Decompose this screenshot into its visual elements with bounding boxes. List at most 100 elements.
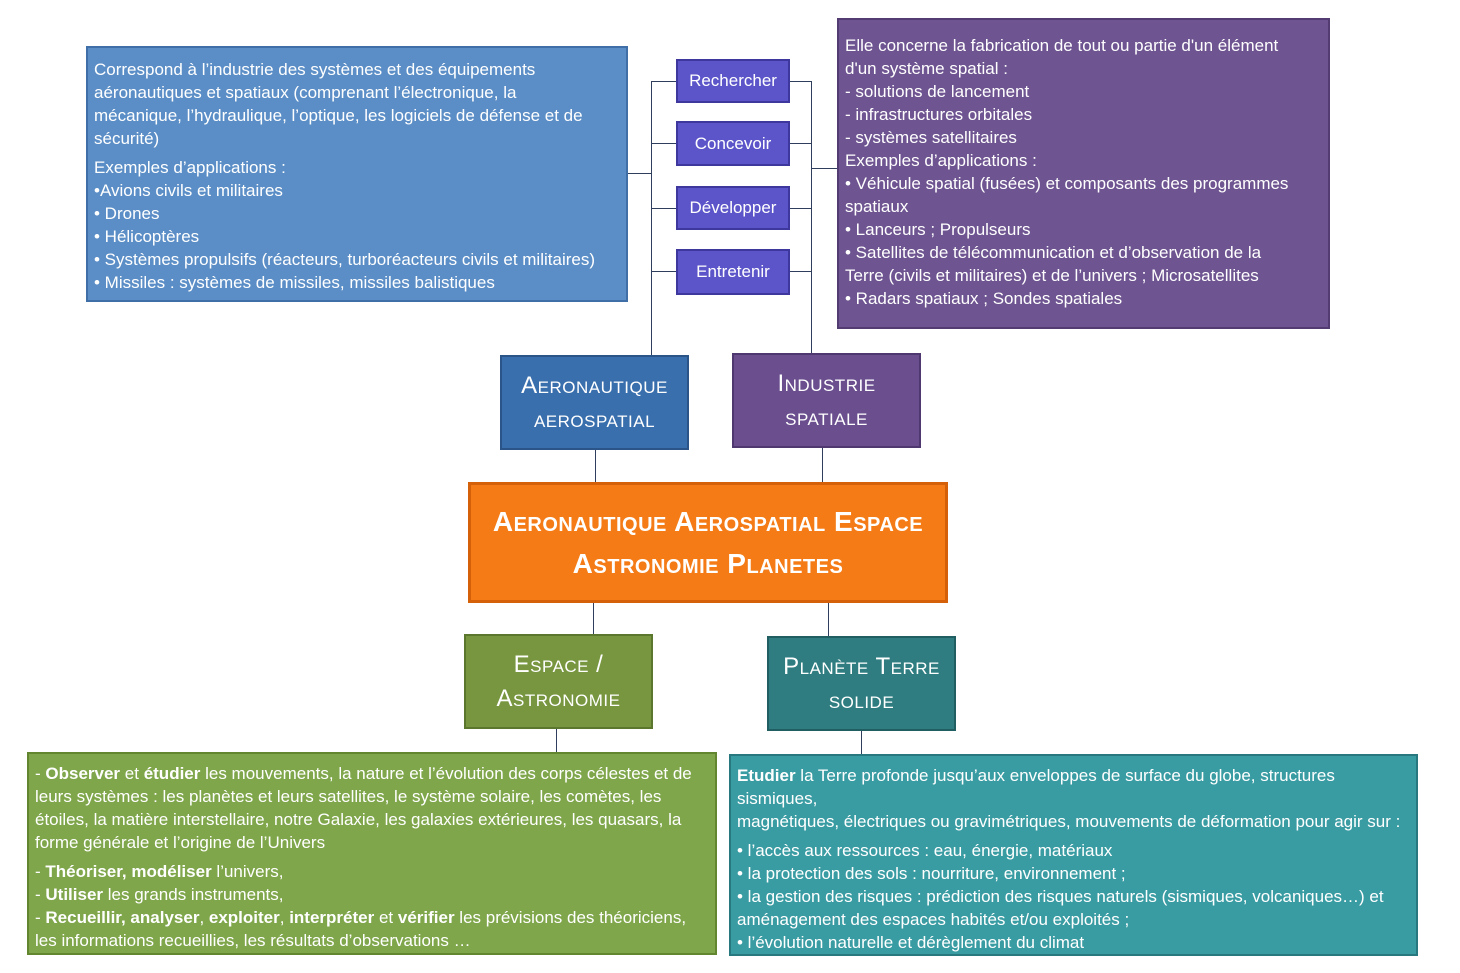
spatial-desc-line: Elle concerne la fabrication de tout ou …	[845, 36, 1279, 55]
espace-line: étoiles, la matière interstellaire, notr…	[35, 810, 682, 829]
connector	[556, 728, 557, 752]
category-planete-terre: Planète Terre solide	[767, 636, 956, 731]
category-subtitle: spatiale	[785, 403, 868, 431]
spatial-example-item: spatiaux	[845, 197, 909, 216]
espace-line: - Utiliser les grands instruments,	[35, 883, 707, 906]
aero-desc-line: sécurité)	[94, 129, 160, 148]
category-title: Planète Terre	[783, 652, 940, 680]
espace-line: forme générale et l’origine de l’Univers	[35, 833, 326, 852]
category-aeronautique: Aeronautique aerospatial	[500, 355, 689, 450]
central-title-line: Aeronautique Aerospatial Espace	[492, 505, 924, 537]
bold-verb: Recueillir, analyser	[45, 908, 200, 927]
spatial-example-item: • Lanceurs ; Propulseurs	[845, 220, 1031, 239]
text: l’univers,	[211, 862, 284, 881]
aero-example-item: • Missiles : systèmes de missiles, missi…	[94, 273, 495, 292]
connector	[861, 730, 862, 754]
bold-verb: étudier	[143, 764, 201, 783]
terre-item: aménagement des espaces habités et/ou ex…	[737, 910, 1130, 929]
espace-line: - Théoriser, modéliser l’univers,	[35, 860, 707, 883]
connector	[828, 602, 829, 636]
aero-example-item: •Avions civils et militaires	[94, 181, 283, 200]
bold-verb: interpréter	[289, 908, 375, 927]
bold-verb: Observer	[45, 764, 121, 783]
terre-item: • l’accès aux ressources : eau, énergie,…	[737, 841, 1113, 860]
verb-entretenir: Entretenir	[676, 249, 790, 295]
bold-verb: Théoriser, modéliser	[45, 862, 212, 881]
spatial-examples-label: Exemples d’applications :	[845, 151, 1037, 170]
category-industrie-spatiale: Industrie spatiale	[732, 353, 921, 448]
spatial-desc-line: - systèmes satellitaires	[845, 128, 1017, 147]
verb-concevoir: Concevoir	[676, 121, 790, 166]
connector	[593, 602, 594, 634]
spatial-desc-line: - infrastructures orbitales	[845, 105, 1033, 124]
terre-info-box: Etudier la Terre profonde jusqu’aux enve…	[729, 754, 1418, 956]
connector	[651, 81, 676, 82]
aero-examples-label: Exemples d’applications :	[94, 158, 286, 177]
aero-example-item: • Hélicoptères	[94, 227, 200, 246]
central-title-line: Astronomie Planetes	[572, 547, 844, 579]
espace-line: leurs systèmes : les planètes et leurs s…	[35, 787, 662, 806]
dash: -	[35, 764, 46, 783]
terre-line: magnétiques, électriques ou gravimétriqu…	[737, 812, 1401, 831]
terre-item: • la gestion des risques : prédiction de…	[737, 887, 1384, 906]
category-title: Espace /	[513, 650, 604, 678]
category-espace-astronomie: Espace / Astronomie	[464, 634, 653, 729]
connector	[595, 449, 596, 482]
spatial-example-item: Terre (civils et militaires) et de l’uni…	[845, 266, 1259, 285]
text: et	[374, 908, 398, 927]
central-topic: Aeronautique Aerospatial Espace Astronom…	[468, 482, 948, 603]
terre-line: Etudier la Terre profonde jusqu’aux enve…	[737, 764, 1408, 810]
aero-desc-line: Correspond à l’industrie des systèmes et…	[94, 60, 536, 79]
dash: -	[35, 885, 46, 904]
text: les mouvements, la nature et l’évolution…	[200, 764, 692, 783]
terre-item: • l’évolution naturelle et dérèglement d…	[737, 933, 1085, 952]
connector	[651, 81, 652, 356]
connector	[789, 143, 811, 144]
dash: -	[35, 862, 46, 881]
espace-line: les informations recueillies, les résult…	[35, 931, 471, 950]
aero-desc-line: aéronautiques et spatiaux (comprenant l’…	[94, 83, 517, 102]
espace-info-box: - Observer et étudier les mouvements, la…	[27, 752, 717, 955]
category-title: Industrie	[777, 369, 876, 397]
text: les prévisions des théoriciens,	[454, 908, 687, 927]
connector	[651, 208, 676, 209]
aero-example-item: • Drones	[94, 204, 160, 223]
category-subtitle: solide	[828, 686, 895, 714]
connector	[651, 271, 676, 272]
text: la Terre profonde jusqu’aux enveloppes d…	[737, 766, 1335, 808]
terre-item: • la protection des sols : nourriture, e…	[737, 864, 1126, 883]
bold-verb: Etudier	[737, 766, 796, 785]
bold-verb: vérifier	[397, 908, 455, 927]
connector	[822, 447, 823, 482]
spatial-info-box: Elle concerne la fabrication de tout ou …	[837, 18, 1330, 329]
aero-example-item: • Systèmes propulsifs (réacteurs, turbor…	[94, 250, 595, 269]
connector	[789, 208, 811, 209]
category-subtitle: aerospatial	[533, 405, 656, 433]
aero-info-box: Correspond à l’industrie des systèmes et…	[86, 46, 628, 302]
espace-line: - Observer et étudier les mouvements, la…	[35, 762, 707, 785]
aero-desc-line: mécanique, l’hydraulique, l’optique, les…	[94, 106, 583, 125]
connector	[789, 271, 811, 272]
text: ,	[199, 908, 209, 927]
spatial-example-item: • Radars spatiaux ; Sondes spatiales	[845, 289, 1123, 308]
dash: -	[35, 908, 46, 927]
spatial-desc-line: - solutions de lancement	[845, 82, 1030, 101]
espace-line: - Recueillir, analyser, exploiter, inter…	[35, 906, 707, 929]
connector	[811, 168, 837, 169]
bold-verb: Utiliser	[45, 885, 104, 904]
bold-verb: exploiter	[208, 908, 280, 927]
connector	[811, 81, 812, 354]
text: les grands instruments,	[103, 885, 284, 904]
category-title: Aeronautique	[521, 371, 668, 399]
spatial-example-item: • Véhicule spatial (fusées) et composant…	[845, 174, 1289, 193]
category-subtitle: Astronomie	[496, 684, 621, 712]
connector	[628, 173, 651, 174]
spatial-desc-line: d'un système spatial :	[845, 59, 1008, 78]
connector	[789, 81, 811, 82]
text: et	[120, 764, 144, 783]
spatial-example-item: • Satellites de télécommunication et d’o…	[845, 243, 1262, 262]
verb-developper: Développer	[676, 186, 790, 230]
verb-rechercher: Rechercher	[676, 59, 790, 103]
text: ,	[279, 908, 290, 927]
connector	[651, 143, 676, 144]
